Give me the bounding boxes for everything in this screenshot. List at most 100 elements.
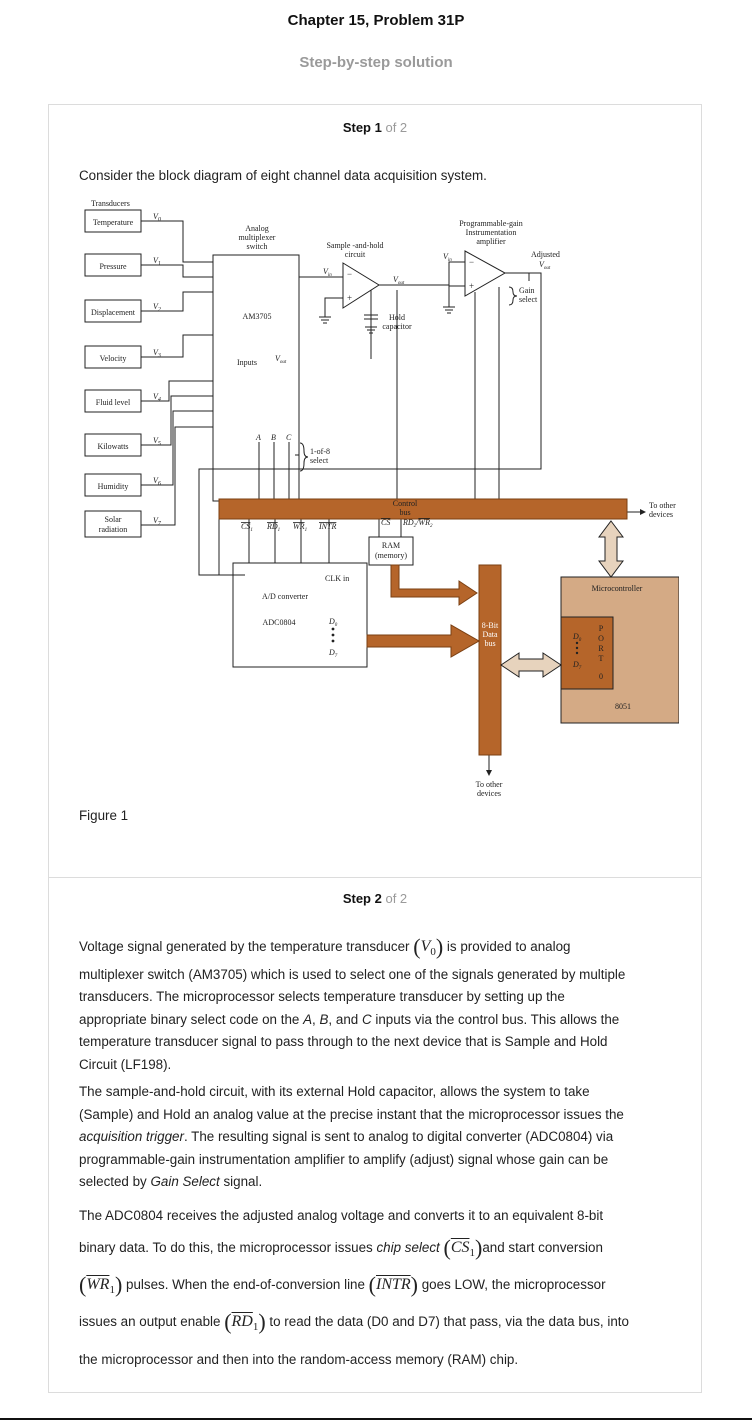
- microcontroller-label: Microcontroller: [592, 584, 643, 593]
- p3-line-3-b: goes LOW, the microprocessor: [421, 1277, 606, 1293]
- svg-text:−: −: [469, 257, 474, 267]
- step-2-paragraph-3: The ADC0804 receives the adjusted analog…: [79, 1200, 679, 1376]
- v-sub-0: 0: [158, 217, 161, 223]
- step-2-paragraph-1: Voltage signal generated by the temperat…: [79, 934, 626, 1072]
- mux-inputs-label: Inputs: [237, 358, 257, 367]
- v-sub-4: 4: [158, 396, 161, 403]
- clk-in-label: CLK in: [325, 574, 349, 583]
- p2-gain-select: Gain Select: [150, 1174, 220, 1189]
- math-wr1-text: WR: [86, 1276, 110, 1294]
- svg-text:V1: V1: [153, 256, 161, 267]
- sample-hold-label-1: Sample -and-hold: [326, 241, 383, 250]
- math-v0-v: V: [420, 938, 431, 955]
- p3-line-5: the microprocessor and then into the ran…: [79, 1351, 519, 1367]
- svg-text:V5: V5: [153, 436, 161, 447]
- v-label-7: V: [153, 516, 159, 525]
- transducer-label-displacement: Displacement: [91, 308, 136, 317]
- svg-text:Vin: Vin: [323, 267, 332, 278]
- transducer-label-temperature: Temperature: [93, 218, 134, 227]
- mux-vout-v: V: [275, 354, 281, 363]
- control-bus-label-1: Control: [393, 499, 418, 508]
- step-2-label: Step 2: [342, 891, 382, 906]
- step-2-header: Step 2 of 2: [49, 891, 701, 906]
- svg-text:Vout: Vout: [539, 260, 551, 271]
- sh-vin-sub: in: [328, 273, 332, 278]
- math-intr-text: INTR: [376, 1276, 411, 1294]
- mux-label-2: multiplexer: [239, 233, 276, 242]
- page-subtitle: Step-by-step solution: [299, 54, 453, 71]
- sig-wr1: WR: [293, 522, 305, 531]
- svg-text:D7: D7: [572, 660, 582, 671]
- v-label-2: V: [153, 302, 159, 311]
- p3-line-4-a: issues an output enable: [79, 1314, 221, 1330]
- v-sub-1: 1: [158, 261, 161, 267]
- p1-input-c: C: [361, 1011, 372, 1027]
- adc-d0-d: D: [328, 617, 335, 626]
- p1-line-4-a: appropriate binary select code on the: [79, 1011, 300, 1027]
- control-bus-label-2: bus: [399, 508, 410, 517]
- sig-wr2: WR: [418, 518, 430, 527]
- step-2-paragraph-2: The sample-and-hold circuit, with its ex…: [79, 1081, 679, 1194]
- p3-line-4-b: to read the data (D0 and D7) that pass, …: [269, 1314, 629, 1330]
- hold-label-1: Hold: [389, 313, 405, 322]
- svg-text:D7: D7: [328, 648, 338, 659]
- pga-label-2: Instrumentation: [466, 228, 517, 237]
- svg-text:+: +: [469, 281, 474, 291]
- to-other-devices-bottom-2: devices: [477, 789, 501, 798]
- sig-cs1-sub: 1: [250, 528, 253, 533]
- svg-text:V3: V3: [153, 348, 161, 359]
- svg-text:V7: V7: [153, 516, 162, 527]
- adc-chip-label: ADC0804: [263, 618, 296, 627]
- sig-wr1-sub: 1: [305, 528, 308, 533]
- p1-line-3: transducers. The microprocessor selects …: [79, 989, 565, 1005]
- v-label-3: V: [153, 348, 159, 357]
- data-bus: [478, 564, 502, 756]
- hold-label-2: capacitor: [382, 322, 412, 331]
- step-1-header: Step 1 of 2: [49, 120, 701, 135]
- p2-line-2: (Sample) and Hold an analog value at the…: [79, 1106, 624, 1122]
- mux-label-1: Analog: [245, 224, 269, 233]
- svg-text:V2: V2: [153, 302, 161, 313]
- pga-label-3: amplifier: [476, 237, 506, 246]
- port-letter-t: T: [599, 654, 604, 663]
- abc-b-label: B: [271, 433, 276, 442]
- p3-line-2-b: and start conversion: [482, 1240, 603, 1255]
- svg-text:Vin: Vin: [443, 252, 452, 263]
- adjusted-label: Adjusted: [531, 250, 560, 259]
- ram-label-2: (memory): [375, 551, 407, 560]
- svg-text:RD1: RD1: [266, 522, 280, 533]
- p1-line-4-b: inputs via the control bus. This allows …: [375, 1011, 620, 1027]
- p2-line-5-b: signal.: [223, 1174, 263, 1189]
- data-bus-label-3: bus: [484, 639, 495, 648]
- data-bus-label-1: 8-Bit: [482, 621, 499, 630]
- to-other-devices-right-1: To other: [649, 501, 676, 510]
- svg-text:−: −: [347, 269, 352, 279]
- svg-text:Vout: Vout: [275, 354, 287, 365]
- figure-caption: Figure 1: [79, 808, 129, 823]
- mux-vout-sub: out: [280, 360, 287, 365]
- svg-text:RD2/WR2: RD2/WR2: [402, 518, 433, 529]
- pga-vin-v: V: [443, 252, 449, 261]
- svg-text:V6: V6: [153, 476, 161, 487]
- abc-a-label: A: [255, 433, 261, 442]
- multiplexer-box: [212, 254, 300, 502]
- svg-text:CS1: CS1: [241, 522, 253, 533]
- v-sub-7: 7: [158, 521, 162, 527]
- p1-text-a: Voltage signal generated by the temperat…: [79, 939, 410, 954]
- math-rd1: (RD1): [224, 1309, 266, 1335]
- adc-label-1: A/D converter: [262, 592, 308, 601]
- p3-line-3-a: pulses. When the end-of-conversion line: [126, 1277, 365, 1293]
- mux-chip-label: AM3705: [243, 312, 272, 321]
- math-v0-sub: 0: [430, 946, 436, 959]
- transducers-title: Transducers: [91, 199, 130, 208]
- mux-label-3: switch: [247, 242, 268, 251]
- math-wr1-sub: 1: [109, 1284, 115, 1297]
- gain-select-label-1: Gain: [519, 286, 535, 295]
- step-1-intro: Consider the block diagram of eight chan…: [79, 168, 487, 183]
- transducer-label-kilowatts: Kilowatts: [97, 442, 128, 451]
- p1-input-b: B: [319, 1011, 329, 1027]
- transducer-label-velocity: Velocity: [100, 354, 127, 363]
- step-1-card: Step 1 of 2 Consider the block diagram o…: [48, 104, 702, 878]
- svg-text:V4: V4: [153, 392, 161, 403]
- p1-line-6: Circuit (LF198).: [79, 1056, 172, 1072]
